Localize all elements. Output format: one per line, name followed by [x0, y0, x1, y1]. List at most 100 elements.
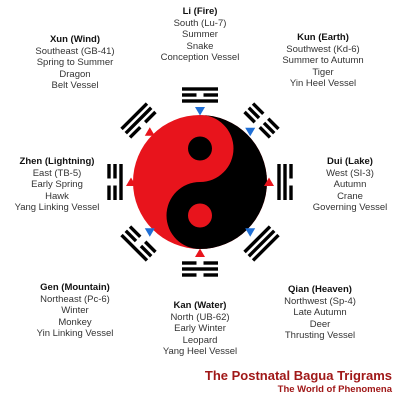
yin-line: [139, 244, 153, 258]
yin-line: [251, 102, 265, 115]
yin-line: [107, 164, 111, 179]
trigram-symbol-kun: [243, 102, 280, 139]
trigram-label-kun: Kun (Earth) Southwest (Kd-6) Summer to A…: [268, 32, 378, 90]
trigram-animal: Hawk: [45, 190, 69, 202]
yin-line: [247, 106, 261, 120]
trigram-layer: [107, 87, 293, 277]
yin-line: [243, 110, 256, 124]
trigram-name: Li (Fire): [182, 6, 218, 17]
yin-line: [289, 164, 293, 179]
footer-subtitle: The World of Phenomena: [277, 384, 392, 395]
trigram-name: Xun (Wind): [49, 34, 101, 45]
trigram-vessel: Thrusting Vessel: [284, 330, 356, 341]
yin-line: [182, 273, 197, 277]
yang-line: [120, 102, 149, 131]
yang-dot: [188, 203, 212, 228]
yang-line: [283, 164, 287, 200]
yin-line: [203, 273, 218, 277]
trigram-direction: West (SI-3): [326, 167, 374, 179]
marker-triangle: [264, 177, 274, 186]
trigram-name: Dui (Lake): [327, 156, 373, 167]
trigram-name: Qian (Heaven): [288, 284, 352, 295]
marker-triangle: [195, 248, 205, 257]
trigram-vessel: Belt Vessel: [51, 80, 99, 91]
yang-line: [182, 267, 218, 271]
yin-line: [258, 126, 272, 139]
yang-line: [124, 106, 153, 135]
yang-line: [120, 233, 149, 262]
yin-line: [262, 121, 276, 135]
marker-triangle: [144, 127, 155, 136]
trigram-vessel: Yin Heel Vessel: [289, 78, 357, 89]
marker-down-icon: [245, 127, 256, 137]
trigram-vessel: Yang Heel Vessel: [162, 346, 238, 357]
trigram-direction: Northwest (Sp-4): [284, 295, 356, 307]
trigram-direction: South (Lu-7): [173, 17, 227, 29]
trigram-animal: Leopard: [182, 334, 218, 346]
yin-line: [113, 164, 117, 179]
trigram-season: Summer: [182, 29, 218, 40]
trigram-direction: Southwest (Kd-6): [286, 43, 360, 55]
trigram-animal: Monkey: [58, 316, 92, 328]
yang-line: [119, 164, 123, 200]
trigram-vessel: Conception Vessel: [160, 52, 240, 63]
yang-line: [243, 225, 272, 254]
trigram-name: Kan (Water): [173, 300, 227, 311]
trigram-name: Kun (Earth): [297, 32, 349, 43]
marker-up-icon: [144, 127, 155, 136]
yin-line: [182, 261, 197, 265]
marker-triangle: [195, 107, 205, 116]
yang-line: [247, 229, 276, 258]
trigram-symbol-zhen: [107, 164, 136, 200]
marker-triangle: [126, 177, 136, 186]
trigram-direction: Southeast (GB-41): [35, 45, 115, 57]
yin-line: [113, 185, 117, 200]
trigram-vessel: Governing Vessel: [312, 202, 388, 213]
trigram-label-zhen: Zhen (Lightning) East (TB-5) Early Sprin…: [0, 156, 114, 214]
trigram-animal: Tiger: [312, 66, 334, 78]
marker-triangle: [245, 127, 256, 137]
marker-triangle: [144, 228, 155, 237]
marker-down-icon: [195, 107, 205, 116]
trigram-season: Early Winter: [174, 323, 226, 334]
trigram-symbol-xun: [120, 102, 157, 139]
marker-up-icon: [264, 177, 274, 186]
yin-line: [144, 110, 157, 124]
marker-down-icon: [144, 228, 155, 237]
yin-line: [107, 185, 111, 200]
trigram-season: Winter: [61, 305, 89, 316]
trigram-animal: Deer: [309, 318, 331, 330]
yin-line: [144, 240, 157, 254]
trigram-symbol-qian: [243, 225, 280, 262]
trigram-label-dui: Dui (Lake) West (SI-3) Autumn Crane Gove…: [296, 156, 400, 214]
trigram-direction: Northeast (Pc-6): [40, 293, 110, 305]
trigram-symbol-dui: [264, 164, 293, 200]
trigram-symbol-li: [182, 87, 218, 116]
marker-up-icon: [195, 248, 205, 257]
trigram-season: Spring to Summer: [36, 57, 114, 68]
marker-up-icon: [126, 177, 136, 186]
trigram-label-kan: Kan (Water) North (UB-62) Early Winter L…: [145, 300, 255, 358]
yin-line: [124, 229, 138, 243]
marker-triangle: [245, 228, 256, 237]
trigram-direction: North (UB-62): [170, 311, 230, 323]
trigram-season: Autumn: [333, 179, 367, 190]
trigram-season: Late Autumn: [293, 307, 347, 318]
trigram-label-li: Li (Fire) South (Lu-7) Summer Snake Conc…: [145, 6, 255, 64]
trigram-symbol-kan: [182, 248, 218, 277]
yin-line: [267, 117, 280, 131]
trigram-direction: East (TB-5): [32, 167, 82, 179]
marker-down-icon: [245, 228, 256, 237]
yin-dot: [188, 136, 212, 161]
trigram-animal: Snake: [186, 40, 214, 52]
trigram-symbol-gen: [120, 225, 157, 262]
trigram-name: Zhen (Lightning): [19, 156, 95, 167]
yin-line: [289, 185, 293, 200]
trigram-season: Early Spring: [31, 179, 83, 190]
trigram-season: Summer to Autumn: [282, 55, 364, 66]
yin-line: [128, 126, 142, 139]
yang-line: [182, 99, 218, 103]
yang-line: [182, 87, 218, 91]
footer-title: The Postnatal Bagua Trigrams: [204, 368, 392, 383]
